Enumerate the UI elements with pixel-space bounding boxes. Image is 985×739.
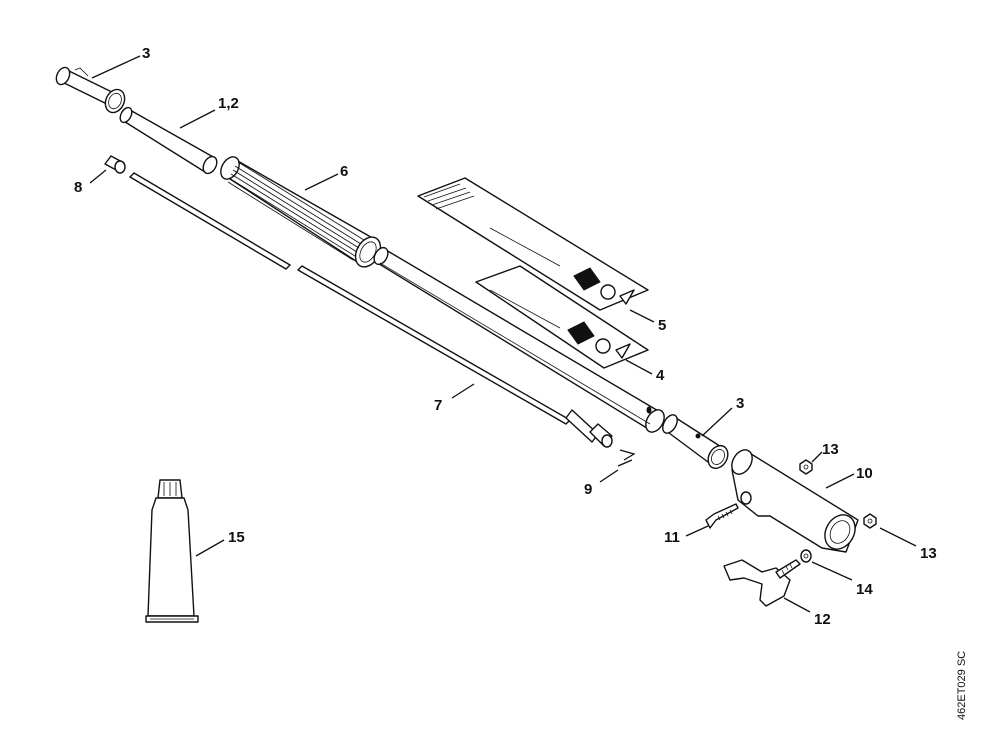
callout-3-bottom: 3 (736, 395, 744, 412)
callout-3-top: 3 (142, 45, 150, 62)
bushing-part-8 (89, 155, 126, 184)
label-part-5 (417, 177, 655, 323)
callout-13-top: 13 (822, 441, 839, 458)
clamp-housing-part-10 (731, 449, 859, 553)
nut-part-13-right (863, 513, 917, 547)
sleeve-part-3-top (55, 55, 141, 114)
grease-tube-part-15 (145, 479, 225, 623)
callout-10: 10 (856, 465, 873, 482)
callout-8: 8 (74, 179, 82, 196)
sleeve-part-3-bottom (662, 407, 733, 470)
tube-part-1-2 (119, 106, 218, 175)
grip-hose-part-6 (220, 156, 382, 268)
callout-14: 14 (856, 581, 873, 598)
callout-9: 9 (584, 481, 592, 498)
main-tube (373, 246, 665, 433)
label-part-4 (475, 265, 653, 375)
nut-part-13-top (799, 451, 823, 475)
callout-7: 7 (434, 397, 442, 414)
callout-15: 15 (228, 529, 245, 546)
callout-6: 6 (340, 163, 348, 180)
callout-12: 12 (814, 611, 831, 628)
callout-13-right: 13 (920, 545, 937, 562)
reference-code: 462ET029 SC (956, 651, 968, 720)
washer-part-14 (800, 549, 853, 581)
screw-part-11 (685, 503, 739, 537)
callout-5: 5 (658, 317, 666, 334)
callout-1-2: 1,2 (218, 95, 239, 112)
callout-4: 4 (656, 367, 665, 384)
callout-11: 11 (664, 529, 680, 546)
wing-screw-part-12 (723, 559, 811, 613)
drive-shaft-part-7 (129, 172, 613, 448)
clip-part-9 (599, 449, 636, 483)
